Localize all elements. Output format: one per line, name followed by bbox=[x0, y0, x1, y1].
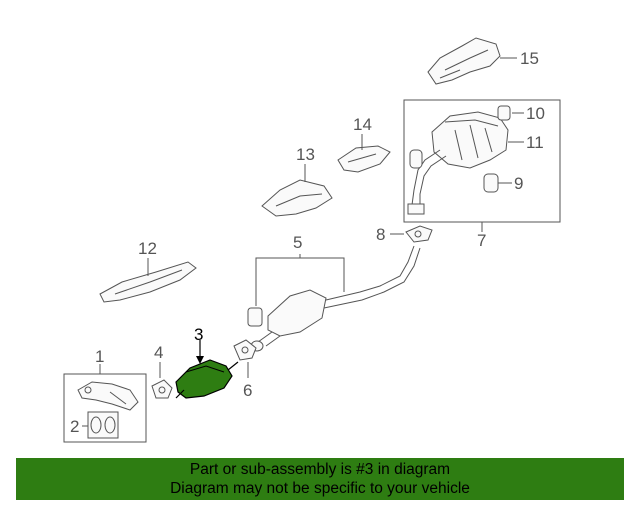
callout-8[interactable]: 8 bbox=[376, 225, 385, 244]
part-11-rear-muffler[interactable] bbox=[407, 111, 509, 215]
callout-1[interactable]: 1 bbox=[95, 347, 104, 366]
callout-2[interactable]: 2 bbox=[70, 417, 79, 436]
part-3-catalytic-converter[interactable] bbox=[175, 359, 239, 399]
exhaust-parts-diagram: 15 7 10 11 9 14 13 bbox=[63, 37, 561, 443]
part-9-hanger[interactable] bbox=[483, 173, 499, 193]
callout-7[interactable]: 7 bbox=[477, 231, 486, 250]
part-13-heat-shield[interactable] bbox=[261, 179, 333, 217]
banner-line-1: Part or sub-assembly is #3 in diagram bbox=[189, 461, 451, 478]
part-8-gasket[interactable] bbox=[405, 225, 433, 243]
part-10-hanger[interactable] bbox=[497, 105, 511, 121]
callout-11[interactable]: 11 bbox=[526, 133, 544, 152]
part-15-heat-shield[interactable] bbox=[427, 37, 501, 85]
callout-4[interactable]: 4 bbox=[154, 343, 163, 362]
part-4-gasket[interactable] bbox=[151, 379, 173, 399]
callout-12[interactable]: 12 bbox=[138, 239, 157, 258]
part-1-exhaust-manifold[interactable] bbox=[77, 381, 139, 411]
callout-15[interactable]: 15 bbox=[520, 49, 539, 68]
callout-14[interactable]: 14 bbox=[353, 115, 372, 134]
part-14-heat-shield[interactable] bbox=[337, 145, 391, 173]
callout-10[interactable]: 10 bbox=[526, 104, 545, 123]
part-5-center-pipe[interactable] bbox=[250, 245, 421, 352]
part-5-gasket[interactable] bbox=[247, 307, 263, 327]
part-hanger-ring-left[interactable] bbox=[409, 149, 423, 169]
info-banner: Part or sub-assembly is #3 in diagram Di… bbox=[16, 458, 624, 500]
part-6-gasket[interactable] bbox=[233, 339, 257, 361]
part-12-heat-shield[interactable] bbox=[99, 261, 197, 303]
callout-5[interactable]: 5 bbox=[293, 233, 302, 252]
part-2-gaskets[interactable] bbox=[87, 411, 119, 439]
banner-line-2: Diagram may not be specific to your vehi… bbox=[170, 480, 470, 497]
part-1-box bbox=[63, 373, 147, 443]
callout-9[interactable]: 9 bbox=[514, 174, 523, 193]
callout-13[interactable]: 13 bbox=[296, 145, 315, 164]
callout-3[interactable]: 3 bbox=[194, 325, 203, 344]
callout-6[interactable]: 6 bbox=[243, 381, 252, 400]
